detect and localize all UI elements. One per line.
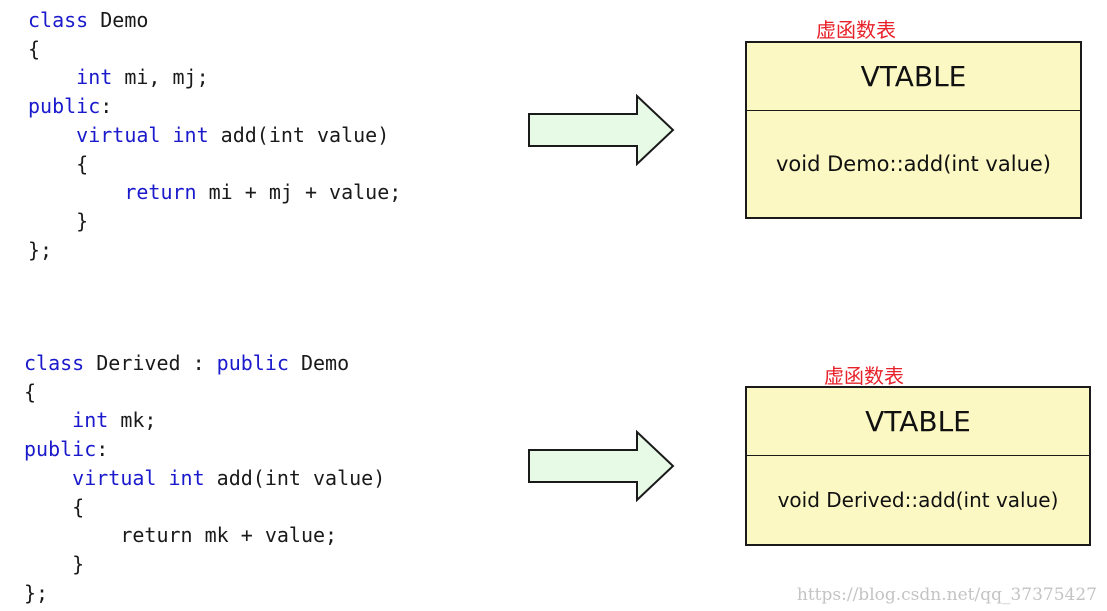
code-keyword: virtual <box>72 465 157 490</box>
code-text: } <box>24 551 85 576</box>
code-line: virtual int add(int value) <box>28 123 389 147</box>
code-text: : <box>96 437 109 462</box>
code-block-derived: class Derived : public Demo { int mk; pu… <box>24 349 385 607</box>
code-line: public: <box>28 94 112 118</box>
code-text: mi, mj; <box>112 65 209 90</box>
code-text: return mk + value; <box>24 523 338 548</box>
vtable-title: VTABLE <box>747 43 1080 111</box>
code-keyword: public <box>24 437 97 462</box>
code-line: }; <box>24 581 48 605</box>
code-line: { <box>24 380 36 404</box>
code-keyword: public <box>216 351 289 375</box>
arrow-shape <box>528 94 675 166</box>
code-keyword: class <box>24 351 85 375</box>
code-text: { <box>28 36 41 61</box>
code-keyword: class <box>28 8 89 32</box>
code-line: return mi + mj + value; <box>28 180 401 204</box>
code-text: }; <box>24 580 49 605</box>
code-keyword: return <box>124 180 197 205</box>
arrow-shape <box>528 430 675 502</box>
code-line: int mi, mj; <box>28 65 209 90</box>
watermark: https://blog.csdn.net/qq_37375427 <box>796 585 1097 605</box>
code-text: mi + mj + value; <box>196 180 402 205</box>
code-keyword: int <box>72 408 109 433</box>
vtable-entry: void Derived::add(int value) <box>777 488 1059 512</box>
code-line: { <box>28 152 88 176</box>
code-line: class Demo <box>28 8 148 32</box>
code-line: { <box>24 495 84 519</box>
code-text <box>156 466 168 490</box>
code-text: { <box>24 379 37 404</box>
code-keyword: int <box>76 65 113 90</box>
vtable-title: VTABLE <box>747 388 1089 456</box>
code-line: } <box>24 552 84 576</box>
code-keyword: int <box>168 465 205 490</box>
code-text: mk; <box>108 408 157 433</box>
code-text <box>28 65 76 89</box>
vtable-caption: 虚函数表 <box>816 18 896 42</box>
code-text: Demo <box>88 8 149 32</box>
vtable-entry: void Demo::add(int value) <box>776 152 1051 176</box>
code-line: }; <box>28 238 52 262</box>
code-line: { <box>28 37 40 61</box>
code-text <box>160 123 172 147</box>
code-keyword: public <box>28 94 101 119</box>
code-text: { <box>28 151 89 176</box>
right-arrow-icon <box>528 430 675 502</box>
code-line: int mk; <box>24 408 156 432</box>
code-text: { <box>24 494 85 519</box>
code-keyword: virtual <box>76 122 161 147</box>
code-text: : <box>100 94 113 119</box>
code-text <box>24 466 72 490</box>
code-text: Derived : <box>84 351 217 375</box>
code-text: add(int value) <box>204 465 386 490</box>
code-text <box>28 123 76 147</box>
code-line: class Derived : public Demo <box>24 351 349 375</box>
code-line: virtual int add(int value) <box>24 466 385 490</box>
code-line: public: <box>24 437 108 461</box>
code-text <box>24 408 72 432</box>
code-text: } <box>28 208 89 233</box>
code-text: Demo <box>288 351 350 375</box>
code-block-demo: class Demo { int mi, mj; public: virtual… <box>28 6 401 264</box>
vtable-box-derived: VTABLE void Derived::add(int value) <box>745 386 1091 546</box>
code-line: } <box>28 209 88 233</box>
vtable-box-demo: VTABLE void Demo::add(int value) <box>745 41 1082 219</box>
code-text <box>28 180 124 204</box>
code-text: }; <box>28 237 53 262</box>
right-arrow-icon <box>528 94 675 166</box>
vtable-caption: 虚函数表 <box>824 364 904 388</box>
code-keyword: int <box>172 122 209 147</box>
code-line: return mk + value; <box>24 523 337 547</box>
code-text: add(int value) <box>208 122 390 147</box>
